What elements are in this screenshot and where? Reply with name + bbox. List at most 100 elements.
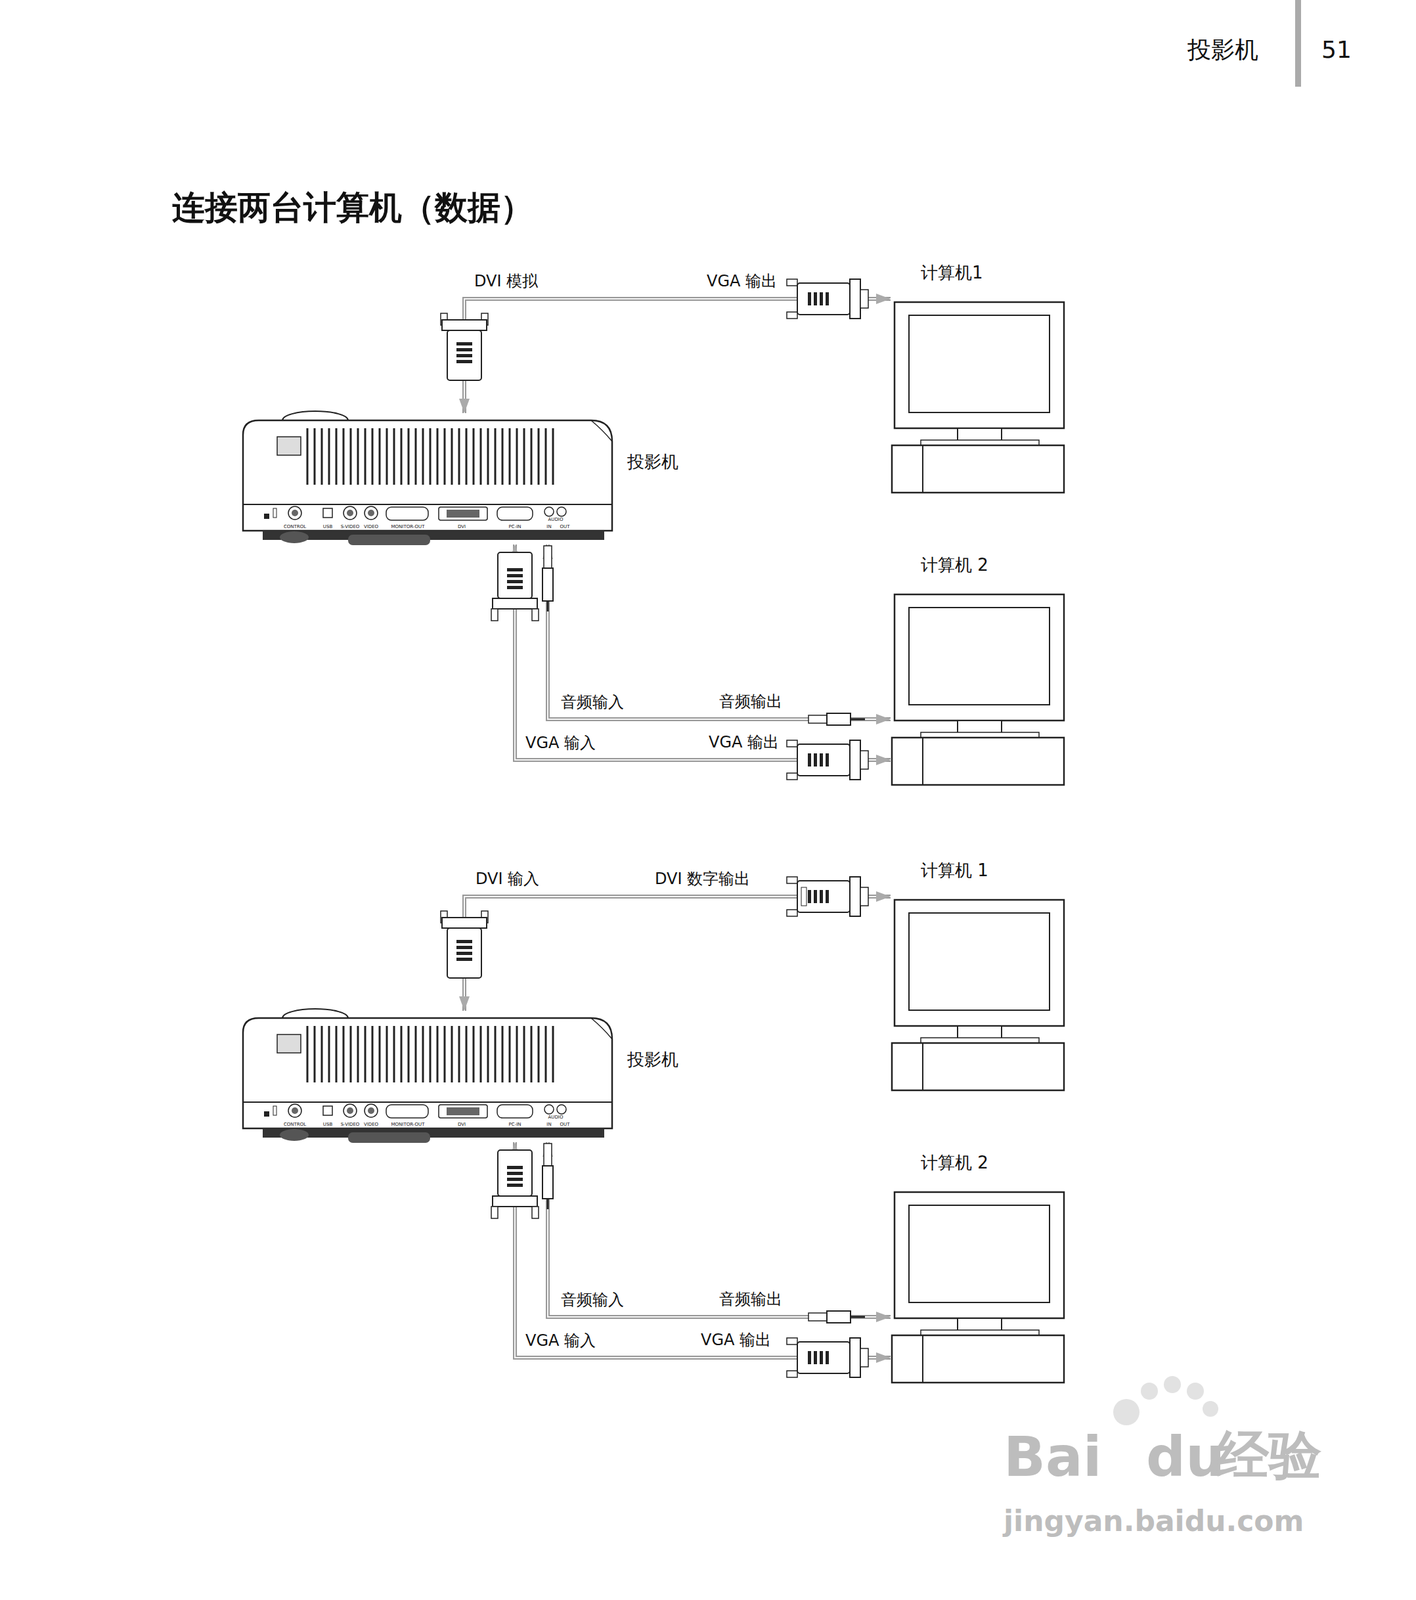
cable-core (547, 544, 891, 720)
foot (348, 1132, 431, 1143)
screen (908, 607, 1050, 705)
usb-port (323, 1106, 333, 1116)
thumb-screw (786, 876, 798, 884)
cable-end-label: 音频输出 (719, 1289, 783, 1309)
cable-outline (514, 1142, 891, 1358)
plug-body (447, 928, 482, 978)
round-port (343, 506, 357, 520)
projector-node: 投影机 (243, 1010, 703, 1143)
pc-case (891, 1042, 1064, 1091)
pc-in-port (497, 1104, 533, 1118)
plug-flange (442, 319, 487, 331)
cable-end-label: DVI 数字输出 (654, 869, 751, 889)
cable-outline (547, 1142, 891, 1317)
cable-core (514, 544, 891, 760)
computer-label: 计算机1 (920, 262, 984, 284)
switch (273, 508, 277, 518)
round-port (364, 506, 378, 520)
round-port (343, 1104, 357, 1118)
plug-flange (849, 279, 861, 319)
plug-grip (813, 292, 818, 306)
computer-label: 计算机 2 (920, 554, 989, 576)
foot (279, 1128, 309, 1141)
pc-case (891, 445, 1064, 493)
cable-end-label: VGA 输出 (708, 732, 779, 753)
plug-grip (456, 359, 473, 364)
dvi-port (438, 1104, 488, 1118)
cable-core (464, 896, 891, 1011)
port-label: DVI (457, 524, 466, 530)
port-label: AUDIO (548, 517, 564, 523)
plug-grip (507, 1171, 523, 1175)
cable-core (514, 1142, 891, 1358)
audio-jack (826, 713, 851, 726)
plug-grip (825, 753, 829, 767)
cable-outline (464, 298, 891, 414)
plug-grip (819, 1350, 823, 1365)
port-label: CONTROL (283, 524, 307, 530)
port-label: CONTROL (283, 1122, 307, 1128)
cable-outline (547, 544, 891, 720)
thumb-screw (786, 1337, 798, 1345)
port-panel-edge (243, 503, 613, 506)
plug-flange (442, 917, 487, 929)
plug-grip (825, 292, 829, 306)
plug-grip (507, 568, 523, 572)
computer-label: 计算机 2 (920, 1152, 989, 1173)
plug-grip (507, 1177, 523, 1181)
thumb-screw (786, 909, 798, 917)
cable-arrows (547, 1142, 891, 1317)
round-port (288, 1104, 302, 1118)
plug-grip (456, 945, 473, 950)
audio-jack (543, 1143, 552, 1166)
projector-body (243, 420, 613, 531)
computer-node: 计算机 1 (890, 860, 1068, 1092)
thumb-screw (531, 1206, 539, 1219)
plug-grip (507, 1183, 523, 1187)
dvi-port-pins (446, 1107, 480, 1116)
vent-fins (307, 428, 554, 485)
plug-grip (456, 957, 473, 961)
base-band (262, 1128, 605, 1138)
plug-grip (825, 889, 829, 904)
dvi-port (438, 507, 488, 521)
watermark-paw (1113, 1398, 1140, 1426)
thumb-screw (786, 279, 798, 286)
port-label: PC-IN (508, 1122, 522, 1128)
plug-body (797, 880, 850, 913)
foot (279, 531, 309, 544)
page-title: 连接两台计算机（数据） (172, 187, 534, 228)
plug-body (797, 1341, 850, 1374)
cable-outline (514, 544, 891, 760)
cable-arrows (547, 544, 891, 720)
page-header: 51 (1321, 35, 1352, 64)
screen (908, 912, 1050, 1011)
plug-grip (456, 951, 473, 955)
base-band (262, 530, 605, 540)
case-divider (922, 1335, 924, 1383)
port-label: MONITOR-OUT (391, 524, 425, 530)
plug-pins (860, 1348, 869, 1367)
computer-node: 计算机1 (890, 262, 1068, 494)
lock-icon (264, 1111, 270, 1117)
case-divider (922, 1042, 924, 1091)
plug-grip (819, 292, 823, 306)
thumb-screw (786, 311, 798, 319)
monitor (894, 1192, 1064, 1319)
thumb-screw (786, 740, 798, 747)
audio-jack (542, 1165, 554, 1199)
watermark: jingyan.baidu.com (1003, 1504, 1304, 1539)
plug-grip (807, 889, 812, 904)
indicator-panel (277, 1034, 301, 1053)
cable-end-label: DVI 输入 (475, 869, 540, 889)
cable-core (547, 1142, 891, 1317)
cable-arrows (464, 298, 891, 414)
round-port-core (291, 509, 299, 517)
cable-end-label: DVI 模拟 (474, 271, 538, 291)
plug-grip (807, 1350, 812, 1365)
projector-label: 投影机 (627, 451, 679, 473)
plug-grip (507, 1165, 523, 1170)
usb-port (323, 508, 333, 518)
